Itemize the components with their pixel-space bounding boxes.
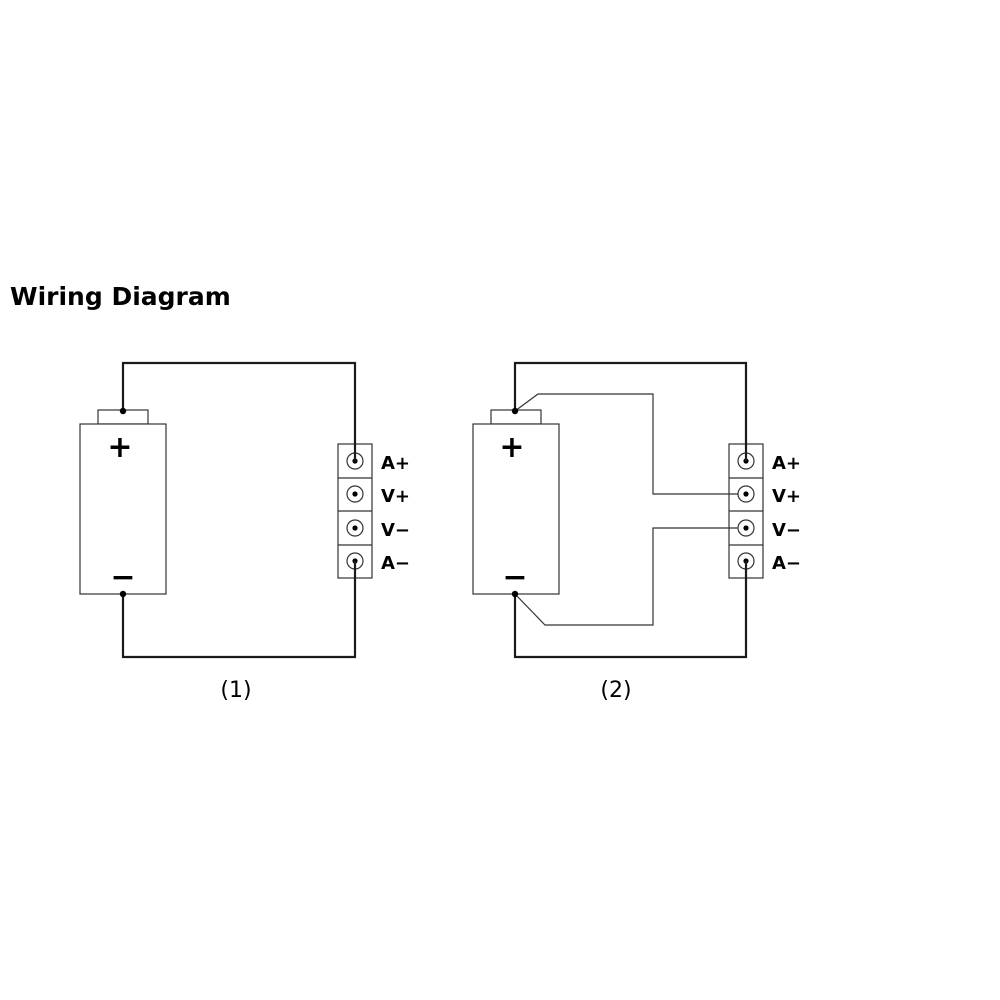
battery-2-plus-sign: + (499, 430, 524, 465)
terminal-1-label-a-plus: A+ (381, 453, 410, 474)
terminal-2-label-a-plus: A+ (772, 453, 801, 474)
terminal-2-v-minus-screw (737, 519, 755, 537)
terminal-1-v-minus-screw (346, 519, 364, 537)
battery-2-minus-sign: − (502, 560, 527, 595)
wire-1-positive (121, 361, 357, 461)
battery-1-plus-node (119, 407, 127, 415)
battery-1-minus-node (119, 590, 127, 598)
battery-1-plus-sign: + (107, 430, 132, 465)
terminal-1-label-v-minus: V− (381, 520, 410, 541)
wire-1-negative (121, 561, 357, 659)
battery-2-plus-node (511, 407, 519, 415)
battery-1-minus-sign: − (110, 560, 135, 595)
page-title: Wiring Diagram (10, 282, 231, 311)
terminal-1-label-a-minus: A− (381, 553, 410, 574)
wire-2-sense-positive (514, 393, 738, 495)
diagram-2-caption: (2) (600, 678, 631, 703)
terminal-2-label-v-minus: V− (772, 520, 801, 541)
terminal-1-v-plus-screw (346, 485, 364, 503)
wire-2-sense-negative (514, 527, 738, 626)
terminal-block-1: A+ V+ V− A− (337, 443, 410, 579)
wire-2-current-positive (513, 361, 748, 461)
battery-2-body (472, 423, 560, 595)
wire-2-current-negative (513, 561, 748, 659)
terminal-2-label-v-plus: V+ (772, 486, 801, 507)
battery-1: + − (79, 409, 167, 595)
diagram-1-caption: (1) (220, 678, 251, 703)
terminal-2-label-a-minus: A− (772, 553, 801, 574)
terminal-block-2: A+ V+ V− A− (728, 443, 801, 579)
terminal-1-label-v-plus: V+ (381, 486, 410, 507)
terminal-2-v-plus-screw (737, 485, 755, 503)
battery-2: + − (472, 409, 560, 595)
diagram-1: + − A+ V+ V− A− (1) (79, 361, 410, 703)
battery-2-minus-node (511, 590, 519, 598)
diagram-2: + − A+ V+ V− A− (2) (472, 361, 801, 703)
